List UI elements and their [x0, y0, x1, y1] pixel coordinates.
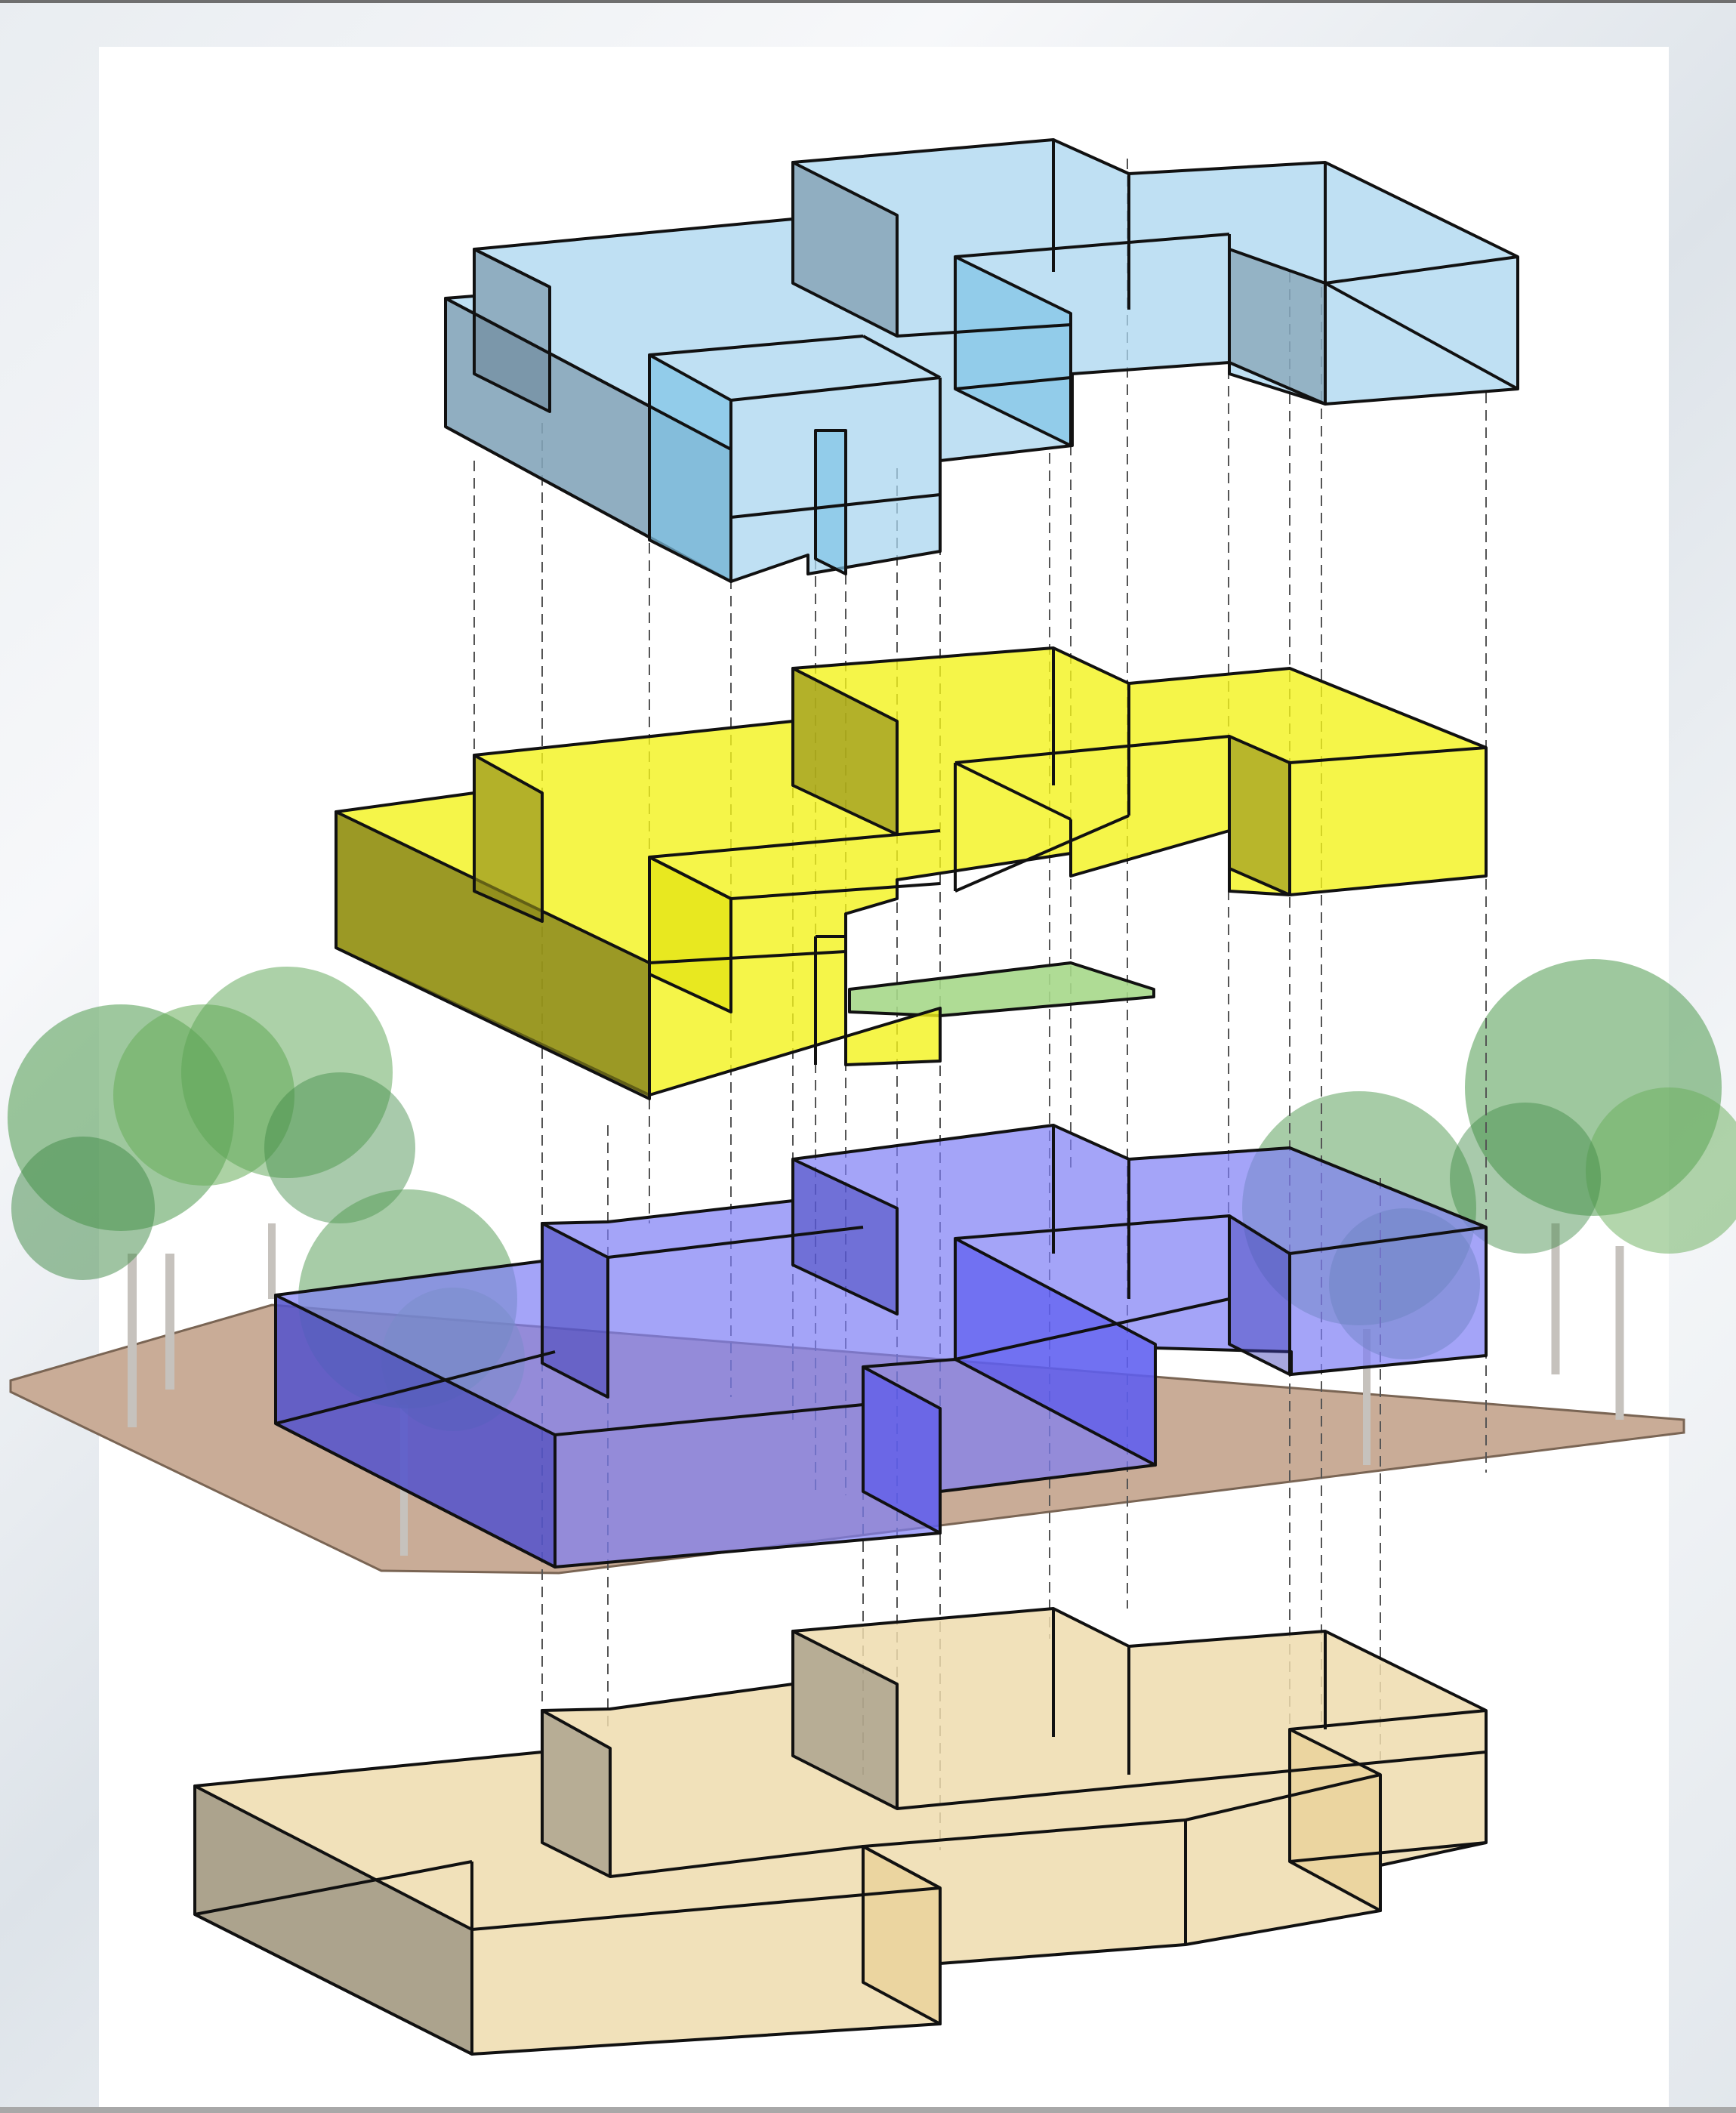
roof-level	[446, 140, 1518, 581]
tree-icon	[1450, 959, 1736, 1420]
basement-level	[195, 1609, 1486, 2054]
upper-floor-level	[336, 648, 1486, 1099]
window-bottom-border	[0, 2107, 1736, 2113]
ground-floor-level	[276, 1125, 1486, 1567]
terrace	[849, 963, 1154, 1016]
